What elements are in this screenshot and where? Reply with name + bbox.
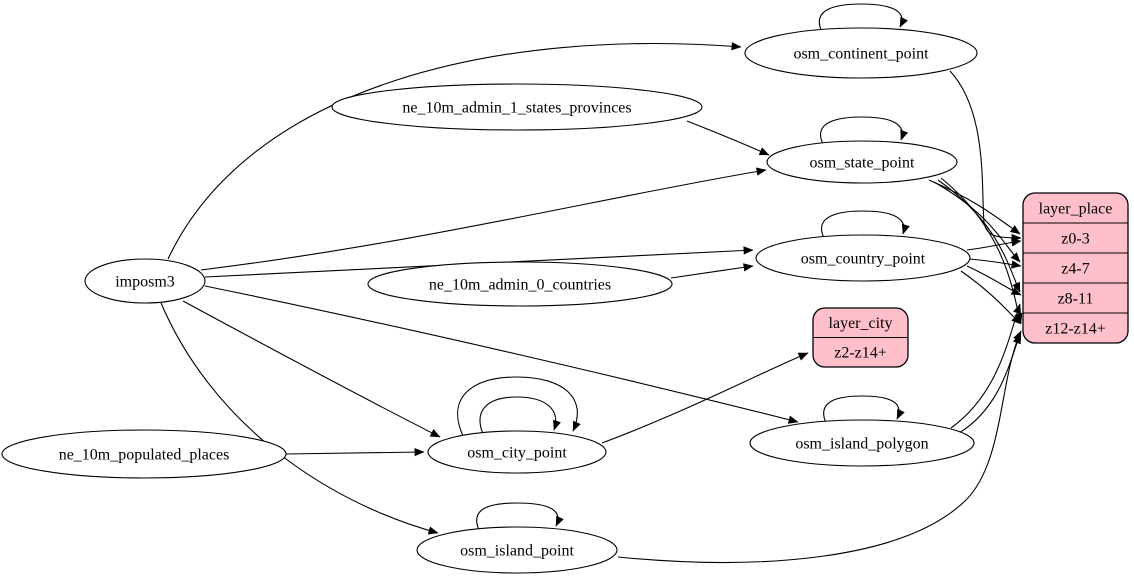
node-label-osm_island_point: osm_island_point [460, 542, 574, 559]
node-osm_island_polygon [749, 419, 975, 467]
records-layer: layer_place z0-3 z4-7 z8-11 z12-z14+ layer_ci… [812, 192, 1129, 368]
edge-osm_country_point-to-layer_place-z0-3 [966, 238, 1022, 251]
record-layer_city-row-z2-z14+: z2-z14+ [834, 345, 887, 362]
node-label-osm_island_polygon: osm_island_polygon [795, 435, 928, 452]
node-label-ne_10m_admin_1_states_provinces: ne_10m_admin_1_states_provinces [402, 99, 631, 116]
node-label-osm_city_point: osm_city_point [467, 444, 567, 461]
node-ne_10m_populated_places [1, 429, 287, 479]
edge-osm_state_point-to-layer_place-z8-11 [937, 179, 1021, 293]
node-label-ne_10m_admin_0_countries: ne_10m_admin_0_countries [429, 276, 611, 293]
record-layer_place-row-z0-3: z0-3 [1061, 230, 1089, 247]
node-ne_10m_admin_1_states_provinces [331, 83, 703, 131]
edge-ne_10m_admin_0_countries-to-osm_country_point [670, 263, 754, 279]
record-layer_place [1022, 192, 1129, 344]
node-ne_10m_admin_0_countries [367, 261, 673, 307]
node-label-osm_state_point: osm_state_point [810, 154, 915, 171]
record-layer_place-row-z8-11: z8-11 [1058, 290, 1094, 307]
edge-osm_island_point-to-layer_place-z12-z14+ [617, 330, 1022, 563]
edge-osm_state_point-to-layer_place-z4-7 [933, 181, 1021, 263]
edge-osm_island_polygon-to-layer_place-z12-z14+ [958, 333, 1021, 434]
edge-imposm3-to-osm_continent_point [167, 42, 742, 260]
nodes-layer: imposm3 ne_10m_admin_1_states_provincesne… [1, 27, 978, 574]
node-label-osm_continent_point: osm_continent_point [793, 45, 929, 62]
self-loop-osm_country_point-2 [821, 210, 910, 239]
record-layer_place-row-title: layer_place [1039, 200, 1113, 217]
node-label-osm_country_point: osm_country_point [801, 250, 926, 267]
node-osm_city_point [427, 430, 607, 474]
edge-osm_state_point-to-layer_place-z0-3 [928, 179, 1021, 235]
self-loops-layer [457, 3, 910, 531]
edge-osm_country_point-to-layer_place-z12-z14+ [960, 270, 1022, 325]
self-loop-osm_island_point-6 [476, 502, 564, 531]
edge-ne_10m_populated_places-to-osm_city_point [285, 447, 425, 457]
edge-osm_island_polygon-to-layer_place-z8-11 [950, 303, 1021, 429]
self-loop-osm_continent_point-0 [819, 3, 908, 33]
edge-ne_10m_admin_1_states_provinces-to-osm_state_point [686, 120, 770, 156]
record-layer_place-row-z4-7: z4-7 [1061, 260, 1089, 277]
self-loop-osm_state_point-1 [820, 116, 909, 145]
node-osm_continent_point [744, 27, 978, 79]
node-osm_island_point [416, 526, 618, 574]
node-osm_state_point [766, 140, 958, 184]
node-label-ne_10m_populated_places: ne_10m_populated_places [59, 446, 230, 463]
edge-osm_country_point-to-layer_place-z8-11 [966, 265, 1022, 296]
self-loop-osm_island_polygon-5 [823, 395, 905, 424]
edge-imposm3-to-osm_island_polygon [204, 285, 799, 424]
node-label-imposm3: imposm3 [115, 273, 175, 290]
edge-osm_city_point-to-layer_city-z2-z14+ [601, 352, 809, 444]
edge-osm_continent_point-to-layer_place-z0-3 [949, 70, 1022, 243]
self-loop-osm_city_point-4 [479, 396, 561, 435]
self-loop-osm_city_point-3 [457, 376, 581, 437]
edge-imposm3-to-osm_state_point [200, 167, 767, 271]
edge-osm_country_point-to-layer_place-z4-7 [969, 258, 1022, 269]
edge-imposm3-to-osm_island_point [160, 302, 439, 535]
node-osm_country_point [755, 234, 971, 282]
node-imposm3 [84, 258, 206, 304]
edge-imposm3-to-osm_city_point [182, 300, 441, 438]
record-layer_place-row-z12-z14+: z12-z14+ [1045, 320, 1106, 337]
record-layer_city-row-title: layer_city [829, 315, 893, 332]
